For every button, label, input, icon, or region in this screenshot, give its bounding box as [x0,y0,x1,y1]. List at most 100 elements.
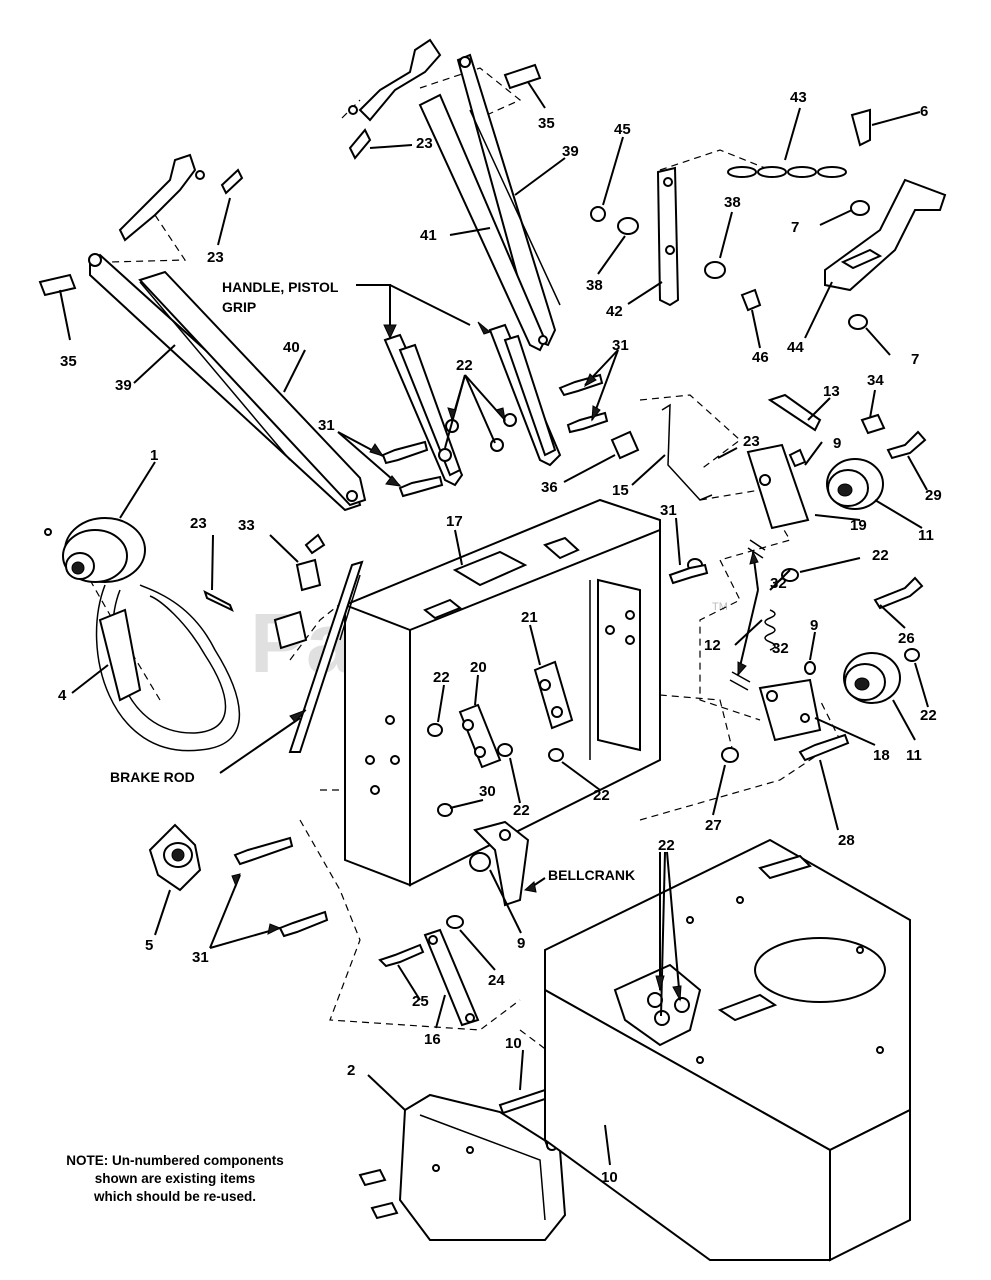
callout-7a: 7 [791,219,799,236]
callout-35b: 35 [60,353,77,370]
callout-10b: 10 [601,1169,618,1186]
callout-33: 33 [238,517,255,534]
callout-22a: 22 [433,669,450,686]
bolt-part-29 [886,430,927,460]
callout-19: 19 [850,517,867,534]
nut-27-bolt-28 [721,733,850,763]
callout-28: 28 [838,832,855,849]
callout-11a: 11 [918,527,934,544]
callout-22g: 22 [658,837,675,854]
main-housing-part-17 [344,498,661,887]
callout-25: 25 [412,993,429,1010]
callout-31b: 31 [660,502,677,519]
text-labels: HANDLE, PISTOL GRIP BRAKE ROD BELLCRANK [110,279,635,883]
callout-43: 43 [790,89,807,106]
callout-9c: 9 [833,435,841,452]
callout-31a: 31 [192,949,209,966]
lever-top-parts [118,38,442,242]
callout-38b: 38 [586,277,603,294]
callout-20: 20 [470,659,487,676]
note-line-3: which should be re-used. [93,1189,257,1204]
callout-39a: 39 [562,143,579,160]
callout-22e: 22 [920,707,937,724]
rod-part-15 [610,403,713,501]
belt-guard-part-2 [358,1093,567,1241]
bracket-part-20 [458,703,502,769]
flange-bearing-part-5 [148,823,202,892]
bellcrank-part [469,820,530,907]
callout-23d: 23 [743,433,760,450]
callout-9a: 9 [517,935,525,952]
idler-pulley-11-lower [843,648,920,704]
belt-part-4 [95,584,241,752]
watermark-trademark: TM [712,601,728,613]
callout-17: 17 [446,513,463,530]
callout-32b: 32 [772,640,789,657]
nuts-part-22 [427,558,709,817]
callout-29: 29 [925,487,942,504]
callout-31c: 31 [318,417,335,434]
callout-23c: 23 [190,515,207,532]
link-part-42 [656,166,680,307]
bracket-part-21 [533,660,574,730]
callout-42: 42 [606,303,623,320]
bolt-part-26 [873,576,924,610]
label-brake-rod: BRAKE ROD [110,769,195,785]
lever-handle-upper [418,53,561,352]
callout-9b: 9 [810,617,818,634]
callout-23a: 23 [416,135,433,152]
callout-22b: 22 [513,802,530,819]
note-block: NOTE: Un-numbered components shown are e… [30,1152,320,1206]
callout-13: 13 [823,383,840,400]
label-handle-pistol-grip-2: GRIP [222,299,256,315]
callout-39b: 39 [115,377,132,394]
callout-2: 2 [347,1062,355,1079]
callout-11b: 11 [906,747,922,764]
chain-part-43 [727,166,847,178]
label-handle-pistol-grip-1: HANDLE, PISTOL [222,279,339,295]
callout-15: 15 [612,482,629,499]
idler-pulley-11-upper [826,458,884,510]
bracket-part-44 [824,108,947,330]
callout-41: 41 [420,227,437,244]
callout-22d: 22 [872,547,889,564]
callout-34: 34 [867,372,884,389]
callout-38a: 38 [724,194,741,211]
callout-32a: 32 [770,575,787,592]
callout-46: 46 [752,349,769,366]
chassis-frame [544,838,911,1262]
plate-part-19 [746,443,810,530]
callout-4: 4 [58,687,67,704]
callout-1: 1 [150,447,158,464]
springs-12-32 [729,539,799,691]
callout-5: 5 [145,937,153,954]
callout-numbers: 1 4 5 2 10 10 31 16 25 24 9 17 21 20 22 … [58,89,942,1186]
callout-45: 45 [614,121,631,138]
callout-31d: 31 [612,337,629,354]
callout-35a: 35 [538,115,555,132]
callout-30: 30 [479,783,496,800]
part-13-and-34 [767,393,886,435]
callout-12: 12 [704,637,721,654]
pistol-grip-handles [383,323,562,487]
callout-10a: 10 [505,1035,522,1052]
callout-27: 27 [705,817,722,834]
label-bellcrank: BELLCRANK [548,867,635,883]
pulley-part-1 [44,517,146,583]
bolts-31-lower [233,836,329,938]
callout-18: 18 [873,747,890,764]
washers-38-45 [590,206,762,312]
callout-7b: 7 [911,351,919,368]
callout-36: 36 [541,479,558,496]
callout-21: 21 [521,609,538,626]
callout-44: 44 [787,339,804,356]
callout-16: 16 [424,1031,441,1048]
note-line-2: shown are existing items [94,1171,256,1186]
link-part-16 [378,915,480,1027]
callout-23b: 23 [207,249,224,266]
callout-22f: 22 [456,357,473,374]
callout-22c: 22 [593,787,610,804]
lever-handle-left [38,253,367,512]
